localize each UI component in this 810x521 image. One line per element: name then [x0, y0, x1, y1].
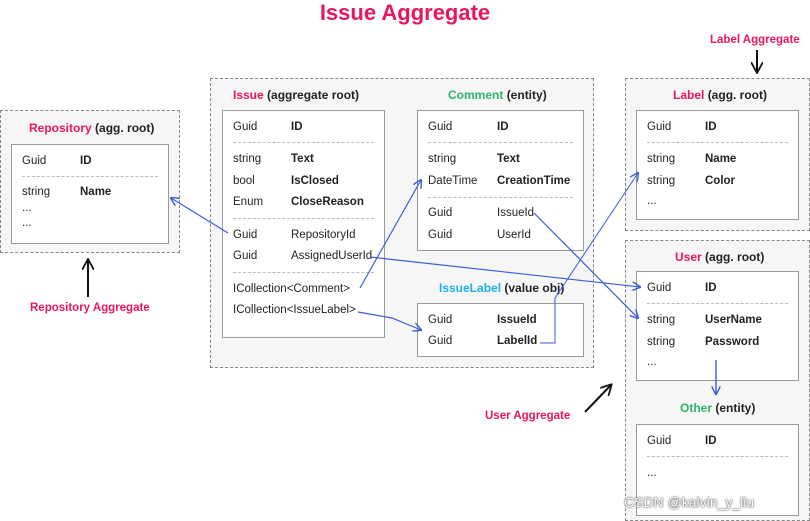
separator	[647, 456, 788, 457]
issuelabel-header: IssueLabel (value obj)	[439, 281, 565, 295]
issuelabel-collection-arrow	[357, 311, 421, 330]
diagram-title: Issue Aggregate	[319, 0, 491, 25]
repository-header: Repository (agg. root)	[29, 121, 155, 135]
labelid-arrow	[540, 173, 638, 344]
user-aggregate-label: User Aggregate	[485, 410, 571, 422]
label-aggregate-label: Label Aggregate	[710, 34, 800, 46]
separator	[233, 218, 374, 219]
separator	[22, 176, 158, 177]
label-header: Label (agg. root)	[673, 88, 768, 102]
user-header: User (agg. root)	[675, 250, 765, 264]
repositoryid-arrow	[171, 198, 229, 234]
comment-header: Comment (entity)	[448, 88, 547, 102]
other-header: Other (entity)	[680, 401, 756, 415]
separator	[428, 142, 573, 143]
comment-userid-arrow	[533, 212, 638, 318]
issue-header: Issue (aggregate root)	[233, 88, 360, 102]
separator	[233, 142, 374, 143]
separator	[233, 272, 374, 273]
user-aggregate-pointer	[584, 385, 611, 413]
separator	[647, 303, 788, 304]
comment-collection-arrow	[359, 180, 421, 289]
assigneduserid-arrow	[369, 256, 640, 287]
separator	[428, 197, 573, 198]
watermark: CSDN @kalvin_y_liu	[624, 494, 755, 510]
separator	[647, 142, 788, 143]
repository-aggregate-label: Repository Aggregate	[30, 302, 150, 314]
